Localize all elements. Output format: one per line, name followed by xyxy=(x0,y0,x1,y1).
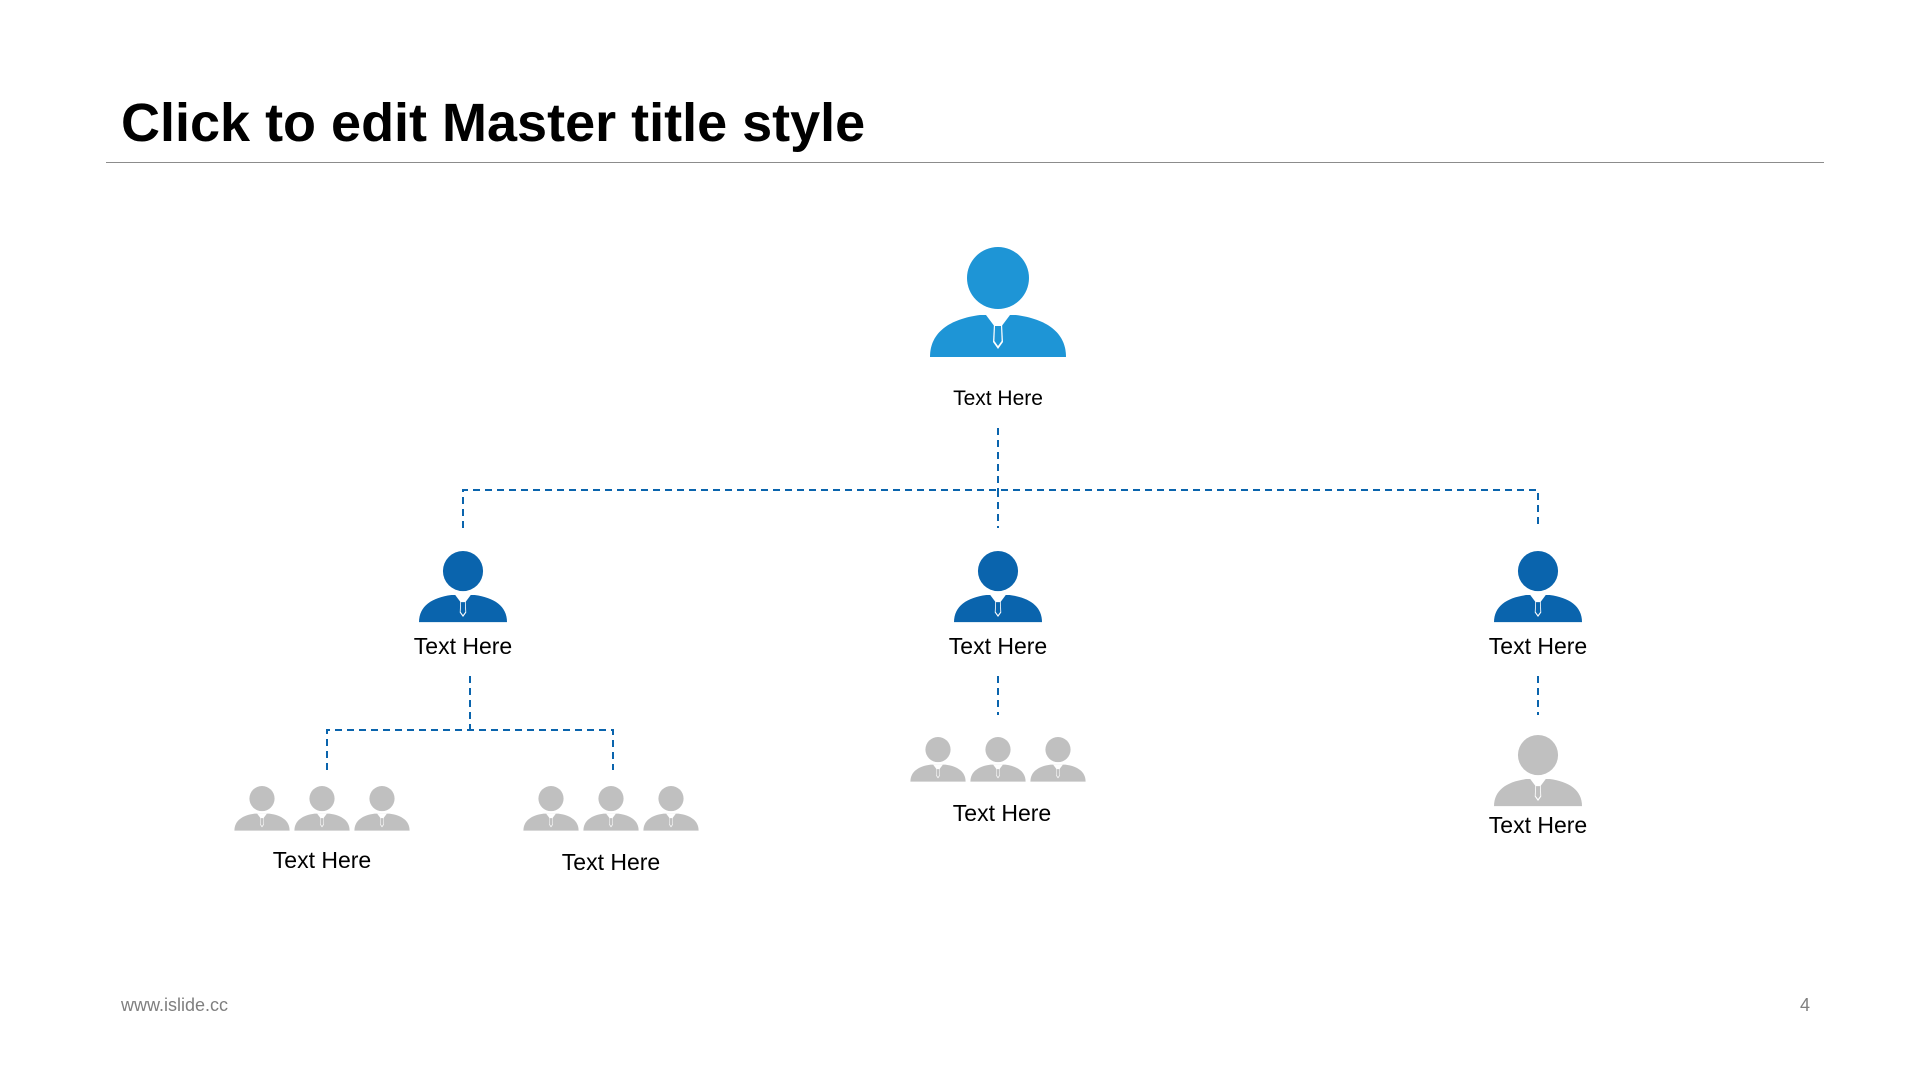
manager-node-label-2: Text Here xyxy=(948,633,1048,659)
team-node-label-2: Text Here xyxy=(952,800,1052,826)
team-node-label-1a: Text Here xyxy=(272,847,372,873)
team-member-icon xyxy=(1030,737,1086,782)
team-member-icon xyxy=(354,786,410,831)
staff-person-icon-3 xyxy=(1494,735,1582,807)
team-member-icon xyxy=(234,786,290,831)
manager-node-label-1: Text Here xyxy=(413,633,513,659)
team-member-icon xyxy=(294,786,350,831)
team-icon-1b xyxy=(523,786,699,831)
root-node-label: Text Here xyxy=(953,387,1043,410)
manager-person-icon-2 xyxy=(954,551,1042,623)
team-member-icon xyxy=(643,786,699,831)
team-member-icon xyxy=(910,737,966,782)
team-icon-1a xyxy=(234,786,410,831)
connector-manager-1-teams xyxy=(326,729,614,770)
team-member-icon xyxy=(970,737,1026,782)
team-node-label-1b: Text Here xyxy=(561,849,661,875)
manager-person-icon-1 xyxy=(419,551,507,623)
manager-person-icon-3 xyxy=(1494,551,1582,623)
org-icons xyxy=(234,247,1582,831)
page-number: 4 xyxy=(1799,995,1810,1015)
connector-lines xyxy=(326,428,1539,770)
title-divider xyxy=(106,162,1824,163)
footer-url: www.islide.cc xyxy=(121,995,229,1015)
team-icon-2 xyxy=(910,737,1086,782)
connector-manager-bar xyxy=(462,489,1539,528)
manager-node-label-3: Text Here xyxy=(1488,633,1588,659)
team-member-icon xyxy=(583,786,639,831)
slide-title: Click to edit Master title style xyxy=(121,93,866,153)
team-node-label-3: Text Here xyxy=(1488,812,1588,838)
root-person-icon xyxy=(930,247,1066,357)
team-member-icon xyxy=(523,786,579,831)
